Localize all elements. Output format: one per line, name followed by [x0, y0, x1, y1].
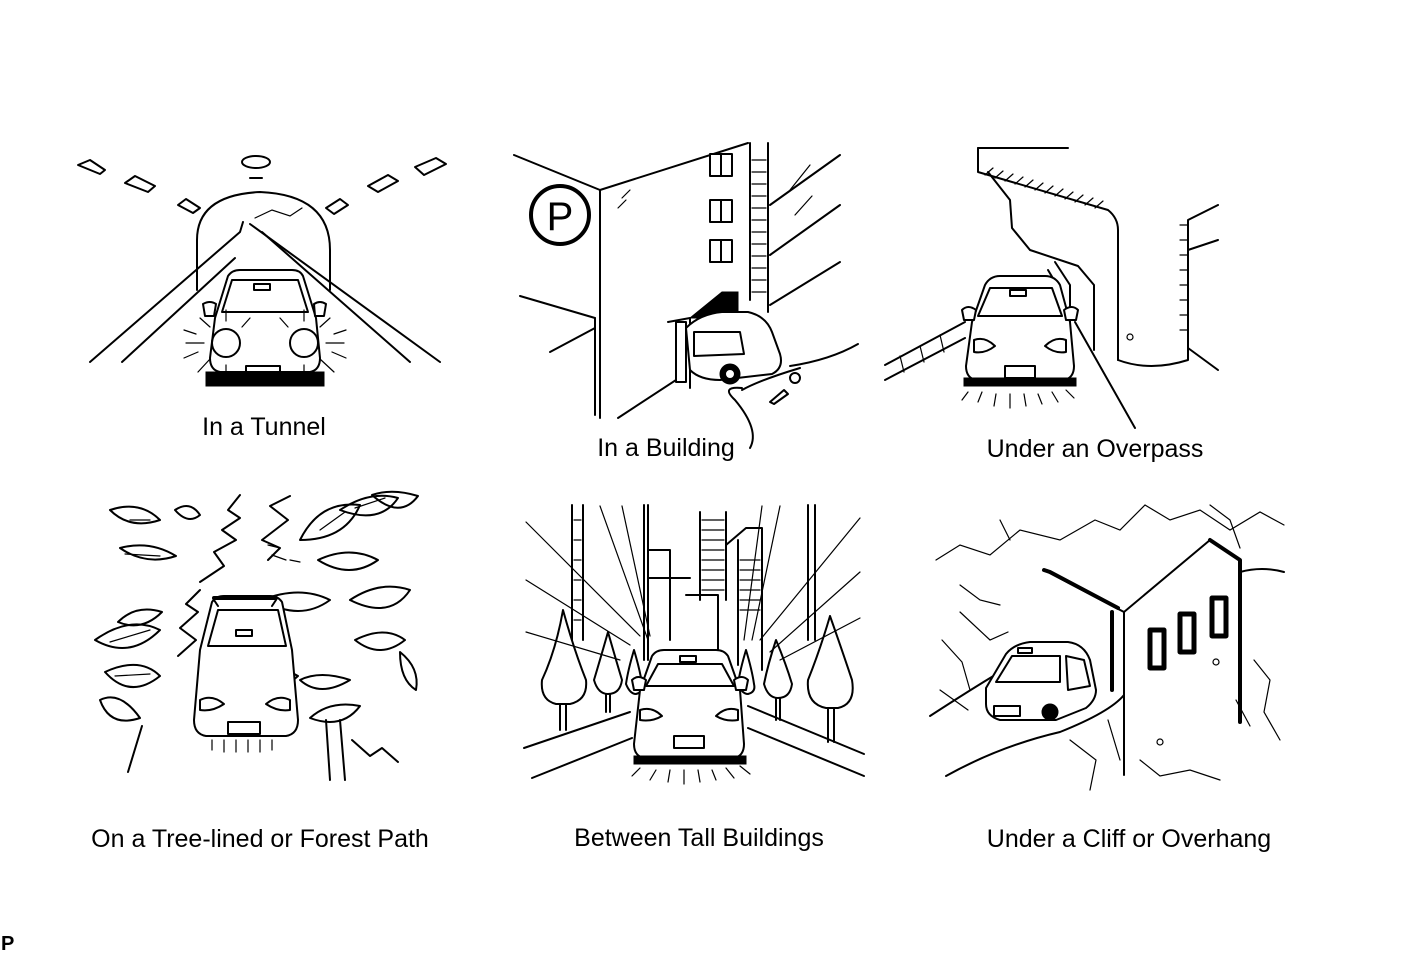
- parking-sign: P: [529, 184, 591, 246]
- building-illustration: P: [513, 142, 859, 449]
- caption-under-a-cliff-or-overhang: Under a Cliff or Overhang: [986, 825, 1272, 853]
- caption-between-tall-buildings: Between Tall Buildings: [574, 824, 824, 852]
- forest-illustration: [94, 490, 419, 781]
- caption-under-an-overpass: Under an Overpass: [986, 435, 1204, 463]
- caption-tree-lined-or-forest-path: On a Tree-lined or Forest Path: [91, 825, 429, 853]
- caption-in-a-tunnel: In a Tunnel: [202, 413, 326, 441]
- tunnel-illustration: [77, 155, 447, 387]
- caption-in-a-building: In a Building: [597, 434, 735, 462]
- corner-mark: P: [1, 933, 15, 955]
- cliff-illustration: [929, 504, 1285, 791]
- svg-text:P: P: [547, 195, 574, 239]
- tall-buildings-illustration: [523, 504, 865, 785]
- overpass-illustration: [884, 147, 1219, 429]
- street-trees: [540, 609, 854, 743]
